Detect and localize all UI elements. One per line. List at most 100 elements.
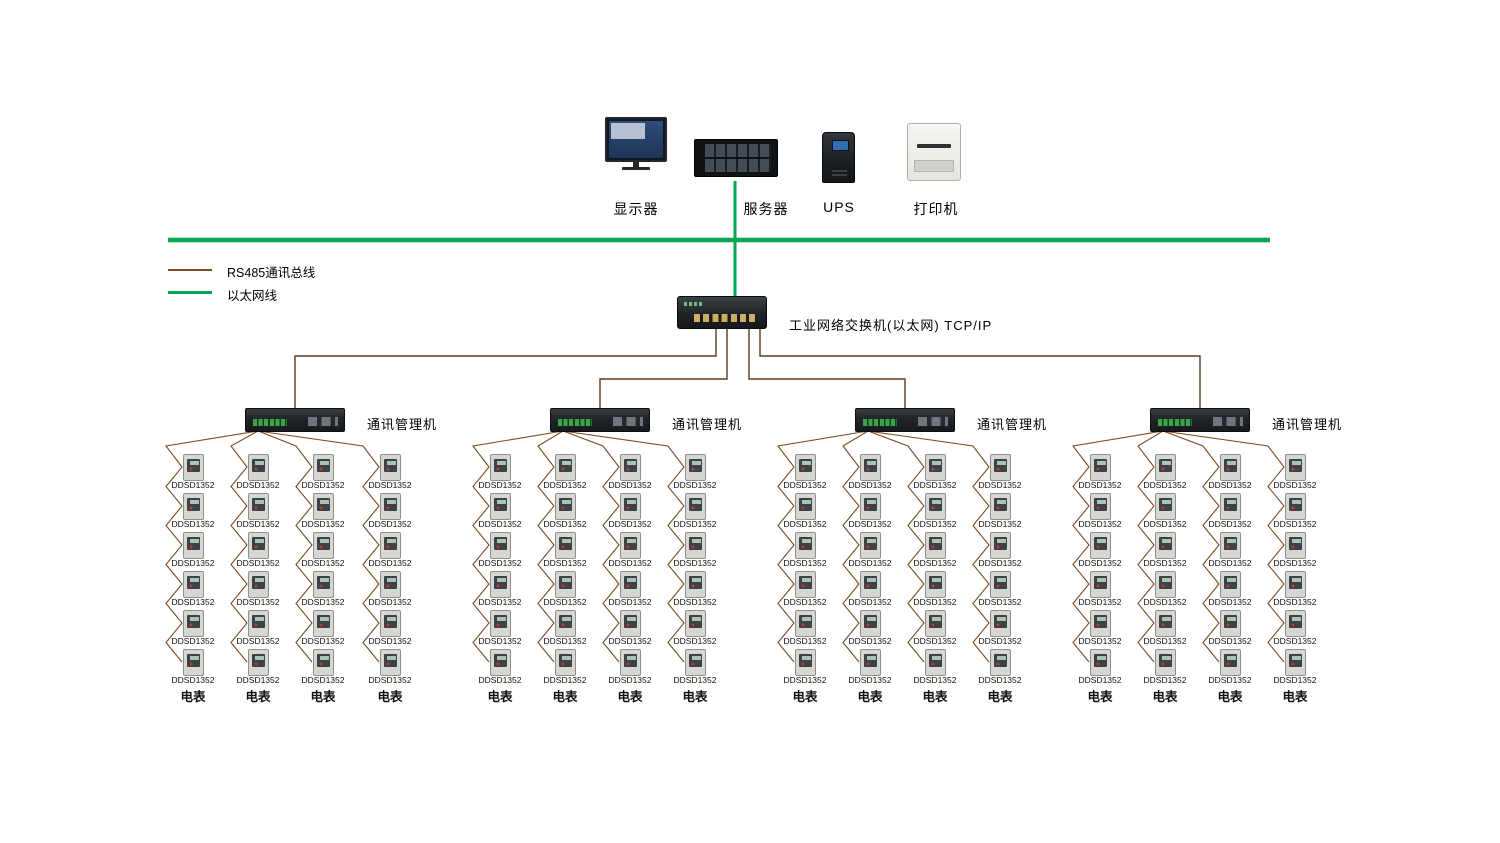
legend-rs485-line [168,269,212,271]
energy-meter-model-label: DDSD1352 [171,519,215,529]
energy-meter-model-label: DDSD1352 [1208,558,1252,568]
energy-meter-model-label: DDSD1352 [368,636,412,646]
energy-meter-icon [379,492,401,520]
energy-meter-icon [1284,609,1306,637]
communication-manager-label: 通讯管理机 [977,417,1048,432]
energy-meter-model-label: DDSD1352 [1273,558,1317,568]
energy-meter-icon [554,609,576,637]
energy-meter-icon [182,453,204,481]
energy-meter-icon [859,453,881,481]
energy-meter-icon [312,531,334,559]
energy-meter-model-label: DDSD1352 [1208,480,1252,490]
printer-device [907,123,961,181]
rs485-chain-line [842,430,869,663]
energy-meter-icon [312,453,334,481]
energy-meter-icon [794,531,816,559]
server-device [694,139,778,177]
rs485-chain-line [1162,430,1285,663]
energy-meter-model-label: DDSD1352 [783,558,827,568]
meter-column-label: 电表 [377,690,403,704]
energy-meter-icon [684,570,706,598]
energy-meter-model-label: DDSD1352 [913,675,957,685]
energy-meter-model-label: DDSD1352 [171,558,215,568]
energy-meter-icon [1154,609,1176,637]
rs485-chain-line [562,430,685,663]
energy-meter-model-label: DDSD1352 [1143,597,1187,607]
energy-meter-icon [859,648,881,676]
energy-meter-model-label: DDSD1352 [543,636,587,646]
energy-meter-model-label: DDSD1352 [783,636,827,646]
rs485-chain-line [165,430,259,663]
energy-meter-icon [989,531,1011,559]
energy-meter-model-label: DDSD1352 [673,558,717,568]
meter-column-label: 电表 [1087,690,1113,704]
energy-meter-model-label: DDSD1352 [1143,675,1187,685]
energy-meter-icon [1284,453,1306,481]
energy-meter-model-label: DDSD1352 [1208,519,1252,529]
energy-meter-model-label: DDSD1352 [673,480,717,490]
energy-meter-icon [1154,453,1176,481]
energy-meter-model-label: DDSD1352 [368,480,412,490]
energy-meter-model-label: DDSD1352 [1078,597,1122,607]
legend-rs485-label: RS485通讯总线 [227,266,316,280]
energy-meter-model-label: DDSD1352 [848,558,892,568]
switch-to-manager3-line [748,329,906,409]
energy-meter-icon [1089,531,1111,559]
energy-meter-icon [1089,648,1111,676]
energy-meter-model-label: DDSD1352 [478,480,522,490]
rs485-chain-line [537,430,564,663]
rs485-chain-line [230,430,259,663]
meter-column-label: 电表 [180,690,206,704]
communication-manager-label: 通讯管理机 [672,417,743,432]
printer-label: 打印机 [913,201,959,217]
energy-meter-model-label: DDSD1352 [478,675,522,685]
energy-meter-model-label: DDSD1352 [368,675,412,685]
energy-meter-icon [684,648,706,676]
energy-meter-model-label: DDSD1352 [171,636,215,646]
energy-meter-icon [312,609,334,637]
energy-meter-model-label: DDSD1352 [301,675,345,685]
energy-meter-icon [684,453,706,481]
energy-meter-model-label: DDSD1352 [478,636,522,646]
energy-meter-icon [794,453,816,481]
energy-meter-icon [1219,570,1241,598]
energy-meter-model-label: DDSD1352 [301,480,345,490]
energy-meter-icon [859,570,881,598]
energy-meter-model-label: DDSD1352 [543,597,587,607]
energy-meter-icon [312,648,334,676]
energy-meter-icon [247,492,269,520]
meter-column-label: 电表 [1217,690,1243,704]
energy-meter-icon [379,453,401,481]
energy-meter-icon [859,492,881,520]
energy-meter-model-label: DDSD1352 [1273,636,1317,646]
energy-meter-model-label: DDSD1352 [1208,675,1252,685]
energy-meter-model-label: DDSD1352 [543,675,587,685]
energy-meter-icon [1089,492,1111,520]
energy-meter-model-label: DDSD1352 [171,480,215,490]
energy-meter-model-label: DDSD1352 [368,519,412,529]
energy-meter-icon [684,609,706,637]
communication-manager-device [245,408,345,432]
meter-column-label: 电表 [1152,690,1178,704]
energy-meter-model-label: DDSD1352 [1078,675,1122,685]
energy-meter-icon [924,492,946,520]
energy-meter-model-label: DDSD1352 [236,597,280,607]
rs485-chain-line [867,430,990,663]
energy-meter-icon [1219,648,1241,676]
energy-meter-model-label: DDSD1352 [301,636,345,646]
energy-meter-icon [794,570,816,598]
energy-meter-model-label: DDSD1352 [913,558,957,568]
energy-meter-icon [1089,609,1111,637]
meter-column-label: 电表 [987,690,1013,704]
energy-meter-icon [554,453,576,481]
legend-ethernet-label: 以太网线 [227,289,278,303]
energy-meter-model-label: DDSD1352 [1078,636,1122,646]
rs485-chain-line [777,430,869,663]
energy-meter-icon [989,648,1011,676]
energy-meter-model-label: DDSD1352 [978,480,1022,490]
energy-meter-icon [619,531,641,559]
energy-meter-model-label: DDSD1352 [236,636,280,646]
energy-meter-icon [1284,492,1306,520]
energy-meter-icon [989,609,1011,637]
meter-column-label: 电表 [857,690,883,704]
